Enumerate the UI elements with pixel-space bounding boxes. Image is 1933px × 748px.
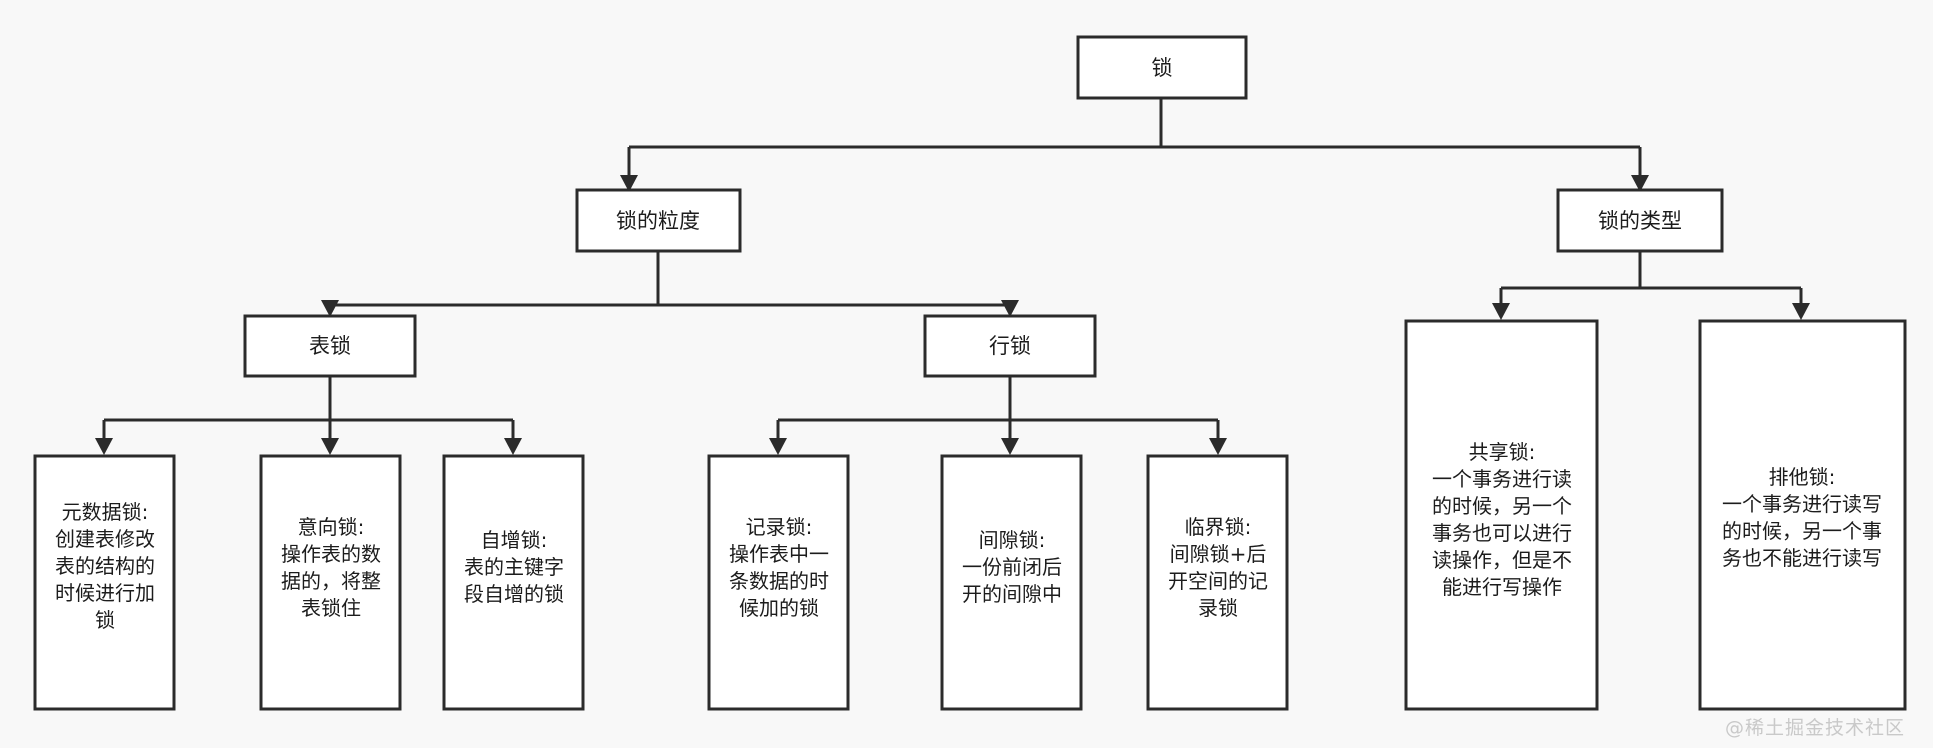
node-metadata-lock[interactable]: 元数据锁:创建表修改表的结构的时候进行加锁 bbox=[33, 454, 176, 711]
node-auto-inc-lock-label: 自增锁:表的主键字段自增的锁 bbox=[464, 528, 564, 606]
node-metadata-lock-box[interactable] bbox=[33, 454, 176, 711]
arrow-to-row-lock bbox=[1001, 300, 1019, 317]
node-granularity[interactable]: 锁的粒度 bbox=[575, 188, 742, 253]
arrow-to-exclusive-lock bbox=[1792, 303, 1810, 320]
node-root-label: 锁 bbox=[1152, 56, 1173, 80]
node-record-lock-label: 记录锁:操作表中一条数据的时候加的锁 bbox=[729, 515, 829, 620]
node-gap-lock-label: 间隙锁:一份前闭后开的间隙中 bbox=[962, 528, 1062, 606]
node-exclusive-lock-box[interactable] bbox=[1698, 319, 1907, 711]
arrow-to-intention-lock bbox=[321, 438, 339, 455]
node-exclusive-lock[interactable]: 排他锁:一个事务进行读写的时候，另一个事务也不能进行读写 bbox=[1698, 319, 1907, 711]
node-table-lock-label: 表锁 bbox=[309, 334, 351, 358]
node-shared-lock-label: 共享锁:一个事务进行读的时候，另一个事务也可以进行读操作，但是不能进行写操作 bbox=[1432, 440, 1572, 599]
node-gap-lock[interactable]: 间隙锁:一份前闭后开的间隙中 bbox=[940, 454, 1083, 711]
node-intention-lock[interactable]: 意向锁:操作表的数据的，将整表锁住 bbox=[259, 454, 402, 711]
arrow-to-gap-lock bbox=[1001, 438, 1019, 455]
node-lock-type-label: 锁的类型 bbox=[1598, 209, 1682, 233]
arrow-to-auto-inc-lock bbox=[504, 438, 522, 455]
node-record-lock-box[interactable] bbox=[707, 454, 850, 711]
node-table-lock[interactable]: 表锁 bbox=[243, 314, 417, 378]
arrow-to-lock-type bbox=[1631, 175, 1649, 192]
node-shared-lock[interactable]: 共享锁:一个事务进行读的时候，另一个事务也可以进行读操作，但是不能进行写操作 bbox=[1404, 319, 1599, 711]
edge-rowlock-to-leaves bbox=[776, 375, 1220, 440]
node-lock-type[interactable]: 锁的类型 bbox=[1556, 188, 1724, 253]
node-next-key-lock-box[interactable] bbox=[1146, 454, 1289, 711]
node-intention-lock-box[interactable] bbox=[259, 454, 402, 711]
arrow-to-next-key-lock bbox=[1209, 438, 1227, 455]
node-row-lock-box[interactable] bbox=[923, 314, 1097, 378]
edge-group bbox=[95, 98, 1810, 455]
node-row-lock[interactable]: 行锁 bbox=[923, 314, 1097, 378]
node-shared-lock-box[interactable] bbox=[1404, 319, 1599, 711]
node-granularity-box[interactable] bbox=[575, 188, 742, 253]
edge-granularity-to-level3 bbox=[328, 251, 1010, 307]
edge-locktype-to-leaves bbox=[1499, 250, 1803, 305]
edge-root-to-level2 bbox=[627, 98, 1642, 177]
node-lock-type-box[interactable] bbox=[1556, 188, 1724, 253]
node-granularity-label: 锁的粒度 bbox=[616, 209, 700, 233]
node-auto-inc-lock[interactable]: 自增锁:表的主键字段自增的锁 bbox=[442, 454, 585, 711]
arrow-to-record-lock bbox=[769, 438, 787, 455]
node-metadata-lock-label: 元数据锁:创建表修改表的结构的时候进行加锁 bbox=[55, 500, 155, 632]
node-root-box[interactable] bbox=[1076, 35, 1248, 100]
node-root[interactable]: 锁 bbox=[1076, 35, 1248, 100]
arrow-to-table-lock bbox=[321, 300, 339, 317]
node-exclusive-lock-label: 排他锁:一个事务进行读写的时候，另一个事务也不能进行读写 bbox=[1722, 465, 1882, 570]
node-table-lock-box[interactable] bbox=[243, 314, 417, 378]
node-next-key-lock-label: 临界锁:间隙锁+后开空间的记录锁 bbox=[1168, 515, 1268, 620]
arrow-to-shared-lock bbox=[1492, 303, 1510, 320]
node-intention-lock-label: 意向锁:操作表的数据的，将整表锁住 bbox=[281, 515, 381, 620]
node-gap-lock-box[interactable] bbox=[940, 454, 1083, 711]
node-next-key-lock[interactable]: 临界锁:间隙锁+后开空间的记录锁 bbox=[1146, 454, 1289, 711]
watermark-text: @稀土掘金技术社区 bbox=[1724, 717, 1905, 739]
node-row-lock-label: 行锁 bbox=[989, 334, 1031, 358]
edge-tablelock-to-leaves bbox=[102, 375, 515, 440]
arrow-to-metadata-lock bbox=[95, 438, 113, 455]
node-record-lock[interactable]: 记录锁:操作表中一条数据的时候加的锁 bbox=[707, 454, 850, 711]
arrow-to-granularity bbox=[620, 175, 638, 192]
node-auto-inc-lock-box[interactable] bbox=[442, 454, 585, 711]
